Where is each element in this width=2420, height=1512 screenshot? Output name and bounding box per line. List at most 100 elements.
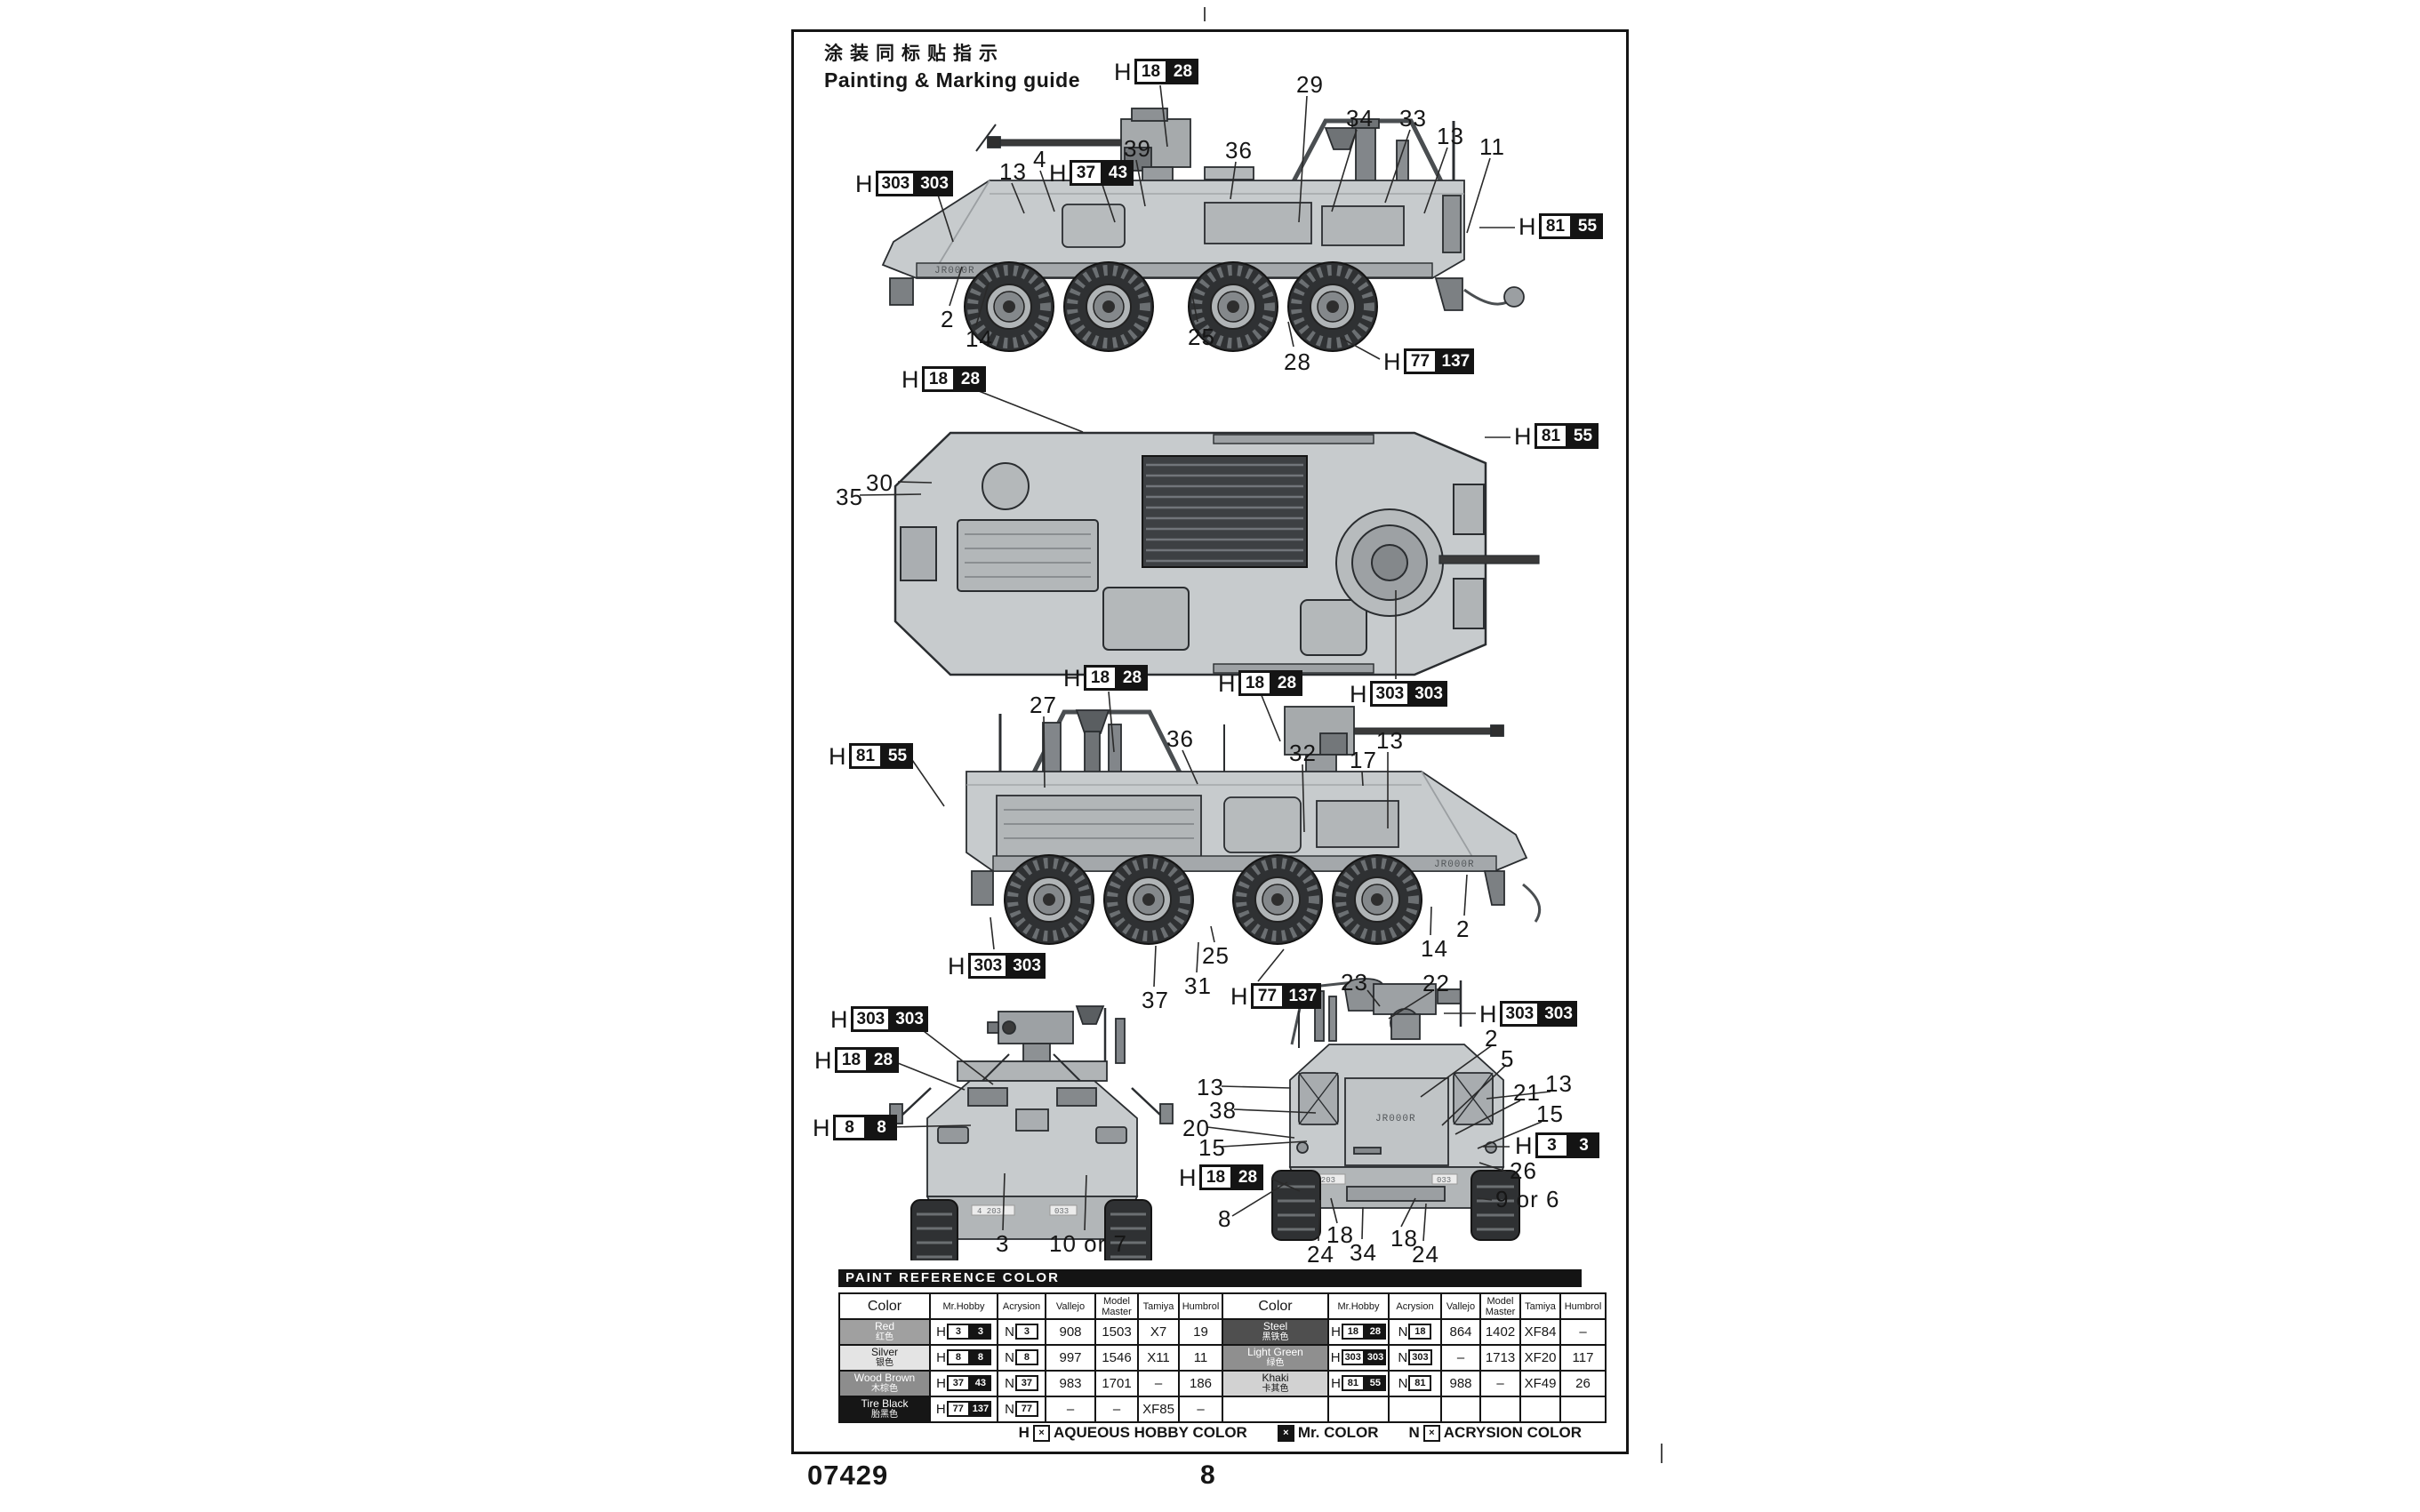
svg-text:4 203: 4 203: [1311, 1176, 1335, 1185]
part-callout-rear-24: 24: [1412, 1241, 1439, 1268]
part-callout-side-b-14: 14: [1421, 935, 1448, 962]
part-callout-rear-26: 26: [1510, 1157, 1537, 1184]
part-callout-side-b-37: 37: [1142, 987, 1169, 1013]
part-callout-rear-22: 22: [1422, 970, 1450, 996]
part-callout-side-b-2: 2: [1456, 916, 1470, 942]
part-callout-rear-5: 5: [1501, 1045, 1515, 1072]
part-callout-rear-34: 34: [1350, 1239, 1377, 1266]
legend-mr-color: × Mr. COLOR: [1277, 1424, 1379, 1442]
part-callout-front-3: 3: [996, 1230, 1010, 1257]
part-callout-front-10-or-7: 10 or 7: [1049, 1230, 1127, 1257]
svg-text:033: 033: [1437, 1176, 1451, 1185]
vehicle-front-view-illustration: 4 203 033: [889, 1005, 1174, 1260]
black-box-icon: ×: [1277, 1424, 1294, 1442]
svg-text:JR000R: JR000R: [1375, 1114, 1416, 1124]
part-callout-side-a-14: 14: [966, 325, 993, 352]
part-callout-top-30: 30: [866, 469, 893, 496]
part-callout-side-a-36: 36: [1225, 137, 1253, 164]
part-callout-side-b-27: 27: [1030, 692, 1057, 718]
column-header-vallejo: Vallejo: [1045, 1292, 1096, 1320]
part-callout-side-b-32: 32: [1289, 740, 1317, 766]
legend-acrysion-label: ACRYSION COLOR: [1443, 1424, 1582, 1441]
part-callout-rear-13: 13: [1545, 1070, 1573, 1097]
part-callout-side-a-28: 28: [1284, 348, 1311, 375]
column-header-model-master: Model Master: [1094, 1292, 1139, 1320]
column-header-humbrol: Humbrol: [1178, 1292, 1223, 1320]
part-callout-side-a-4: 4: [1033, 146, 1047, 172]
part-callout-rear-23: 23: [1341, 969, 1368, 996]
part-callout-side-a-39: 39: [1124, 135, 1151, 162]
column-header-acrysion: Acrysion: [997, 1292, 1046, 1320]
part-callout-top-35: 35: [836, 484, 863, 510]
paint-table-title: PAINT REFERENCE COLOR: [838, 1269, 1582, 1287]
kit-number: 07429: [807, 1460, 889, 1491]
part-callout-rear-38: 38: [1209, 1097, 1237, 1124]
column-header-model-master: Model Master: [1479, 1292, 1521, 1320]
legend-mr-color-label: Mr. COLOR: [1297, 1424, 1379, 1441]
part-callout-side-a-29: 29: [1296, 71, 1324, 98]
column-header-humbrol: Humbrol: [1559, 1292, 1607, 1320]
column-header-color: Color: [1222, 1292, 1329, 1320]
legend-n-prefix: N: [1408, 1424, 1420, 1441]
column-header-vallejo: Vallejo: [1440, 1292, 1481, 1320]
column-header-tamiya: Tamiya: [1519, 1292, 1561, 1320]
column-header-mr-hobby: Mr.Hobby: [929, 1292, 998, 1320]
paint-row-empty: [1222, 1396, 1607, 1423]
column-header-color: Color: [838, 1292, 931, 1320]
part-callout-rear-13: 13: [1197, 1074, 1224, 1100]
part-callout-rear-9-or-6: 9 or 6: [1495, 1186, 1560, 1212]
title-chinese: 涂装同标贴指示: [824, 44, 1005, 64]
part-callout-side-a-13: 13: [1437, 123, 1464, 149]
column-header-mr-hobby: Mr.Hobby: [1327, 1292, 1390, 1320]
part-callout-rear-24: 24: [1307, 1241, 1334, 1268]
part-callout-side-a-2: 2: [941, 306, 955, 332]
part-callout-side-a-13: 13: [999, 158, 1027, 185]
part-callout-rear-20: 20: [1182, 1115, 1210, 1141]
column-header-tamiya: Tamiya: [1137, 1292, 1180, 1320]
part-callout-side-a-11: 11: [1479, 133, 1505, 160]
part-callout-side-b-36: 36: [1166, 725, 1194, 752]
part-callout-side-a-25: 25: [1188, 324, 1215, 350]
legend-h-prefix: H: [1018, 1424, 1030, 1441]
part-callout-rear-18: 18: [1326, 1221, 1354, 1248]
svg-text:4 203: 4 203: [977, 1207, 1001, 1216]
svg-text:JR000R: JR000R: [1434, 860, 1475, 870]
registration-tick-top: [1204, 7, 1206, 21]
title-english: Painting & Marking guide: [824, 68, 1081, 92]
color-system-legend: H× AQUEOUS HOBBY COLOR × Mr. COLOR N× AC…: [838, 1424, 1582, 1442]
part-callout-rear-15: 15: [1536, 1100, 1564, 1127]
svg-text:JR000R: JR000R: [934, 266, 975, 276]
column-header-acrysion: Acrysion: [1388, 1292, 1442, 1320]
part-callout-side-b-25: 25: [1202, 942, 1230, 969]
vehicle-side-view-b-illustration: JR000R: [966, 706, 1542, 1018]
page-title: 涂装同标贴指示 Painting & Marking guide: [824, 39, 1080, 92]
white-box-icon: ×: [1422, 1424, 1440, 1442]
part-callout-rear-8: 8: [1218, 1205, 1232, 1232]
vehicle-top-view-illustration: [893, 431, 1540, 676]
page-number: 8: [1200, 1460, 1215, 1490]
part-callout-side-b-31: 31: [1184, 972, 1212, 999]
